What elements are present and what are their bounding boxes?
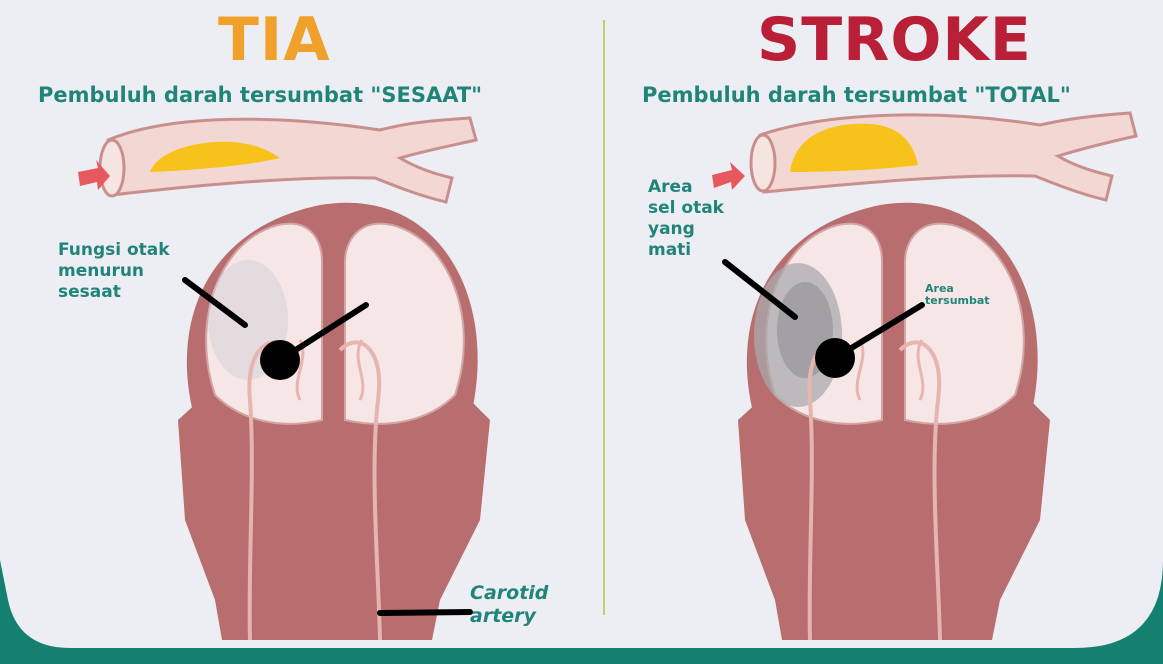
tia-brain-label-line: sesaat [58, 282, 218, 303]
stroke-brain-label-line: Area [648, 177, 758, 198]
tia-subtitle: Pembuluh darah tersumbat "SESAAT" [38, 81, 482, 109]
stroke-brain-label-line: mati [648, 240, 758, 261]
stroke-blockage-dot [815, 338, 855, 378]
tia-title: TIA [218, 4, 331, 76]
tia-brain-label-line: Fungsi otak [58, 240, 218, 261]
tia-brain-illustration [178, 203, 490, 640]
carotid-artery-label: Carotid artery [470, 582, 570, 628]
stroke-subtitle: Pembuluh darah tersumbat "TOTAL" [642, 81, 1071, 109]
blocked-area-label: Area tersumbat [925, 283, 1015, 307]
stroke-brain-label-line: sel otak [648, 198, 758, 219]
tia-brain-label: Fungsi otak menurun sesaat [58, 240, 218, 303]
carotid-label-line: Carotid [470, 582, 570, 605]
tia-brain-label-line: menurun [58, 261, 218, 282]
carotid-label-line: artery [470, 605, 570, 628]
blocked-area-label-line: tersumbat [925, 295, 1015, 307]
stroke-title: STROKE [757, 4, 1032, 76]
stroke-brain-label-line: yang [648, 219, 758, 240]
stroke-brain-label: Area sel otak yang mati [648, 177, 758, 261]
tia-blockage-dot [260, 340, 300, 380]
